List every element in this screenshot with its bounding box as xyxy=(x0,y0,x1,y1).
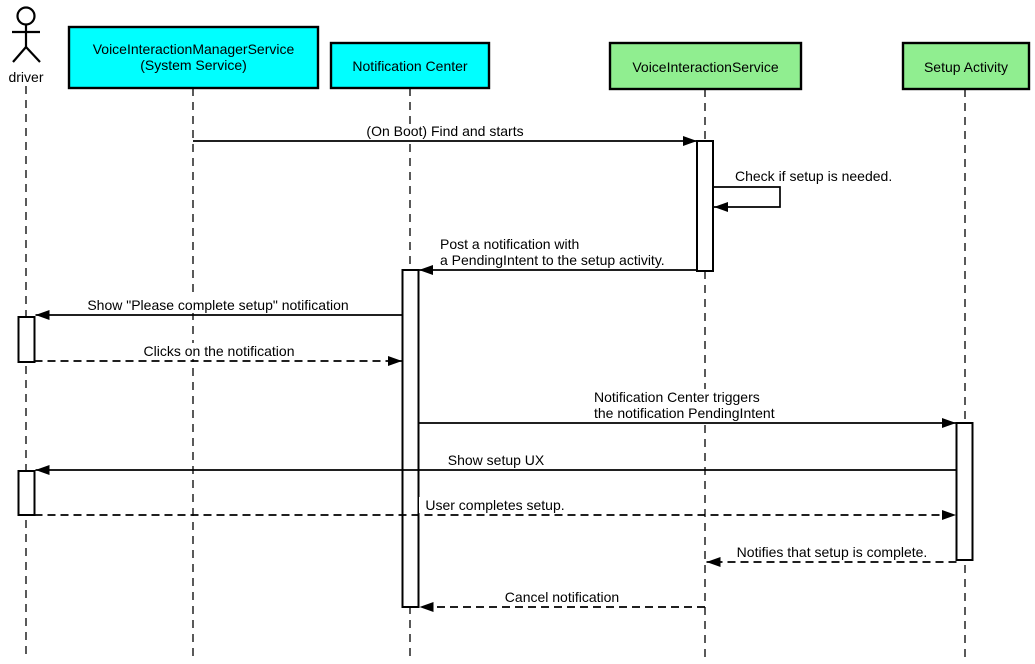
message-label-line1: Notification Center triggers xyxy=(594,389,760,405)
message-label-line2: the notification PendingIntent xyxy=(594,405,775,421)
activation-bars xyxy=(17,140,974,608)
message-label-bg xyxy=(443,452,549,468)
activation-setup-activity xyxy=(955,422,974,561)
message-label-bg xyxy=(134,343,304,359)
message-label: Clicks on the notification xyxy=(144,343,295,359)
message-cancel-notification: Cancel notification xyxy=(419,589,705,612)
participant-box xyxy=(329,41,491,90)
message-label: Check if setup is needed. xyxy=(735,168,892,184)
participant-label: VoiceInteractionManagerService xyxy=(93,41,295,57)
actor-head xyxy=(16,6,36,26)
participant-notification-center: Notification Center xyxy=(329,41,491,90)
message-label: Show "Please complete setup" notificatio… xyxy=(87,297,348,313)
actor-label: driver xyxy=(8,69,43,85)
participant-label: Setup Activity xyxy=(924,59,1008,75)
message-notification-center-triggers-pendingintent: Notification Center triggers the notific… xyxy=(418,389,956,428)
message-label-line2: a PendingIntent to the setup activity. xyxy=(440,252,665,268)
participant-label: Notification Center xyxy=(352,58,468,74)
participant-setup-activity: Setup Activity xyxy=(901,41,1031,91)
participant-sublabel: (System Service) xyxy=(140,57,247,73)
activation-driver-2 xyxy=(17,470,36,516)
actor-left-leg xyxy=(12,46,27,63)
message-label-bg xyxy=(80,297,358,313)
message-label: Cancel notification xyxy=(505,589,619,605)
participant-voice-interaction-service: VoiceInteractionService xyxy=(608,41,803,91)
activation-notification-center xyxy=(401,269,420,608)
message-post-a-notification: Post a notification with a PendingIntent… xyxy=(419,236,697,275)
message-label: User completes setup. xyxy=(425,497,564,513)
message-label: Notifies that setup is complete. xyxy=(737,544,928,560)
participant-label: VoiceInteractionService xyxy=(632,59,779,75)
message-clicks-on-the-notification: Clicks on the notification xyxy=(34,343,402,366)
message-label-line1: Post a notification with xyxy=(440,236,579,252)
message-label-bg xyxy=(358,124,532,140)
participant-box xyxy=(67,25,320,90)
activation-voice-interaction-service xyxy=(696,140,714,272)
message-show-please-complete-setup-notification: Show "Please complete setup" notificatio… xyxy=(35,297,403,320)
message-user-completes-setup: User completes setup. xyxy=(34,497,956,520)
participant-voice-interaction-manager-service: VoiceInteractionManagerService (System S… xyxy=(67,25,320,90)
message-label-bg xyxy=(727,544,937,560)
message-on-boot-find-and-starts: (On Boot) Find and starts xyxy=(193,123,697,146)
message-label: (On Boot) Find and starts xyxy=(366,123,523,139)
participant-box xyxy=(901,41,1031,91)
message-label-bg xyxy=(419,497,572,513)
message-label-bg xyxy=(498,589,626,605)
participant-box xyxy=(608,41,803,91)
message-notifies-setup-complete: Notifies that setup is complete. xyxy=(706,544,957,567)
message-check-if-setup-is-needed: Check if setup is needed. xyxy=(713,168,906,212)
actor-driver: driver xyxy=(8,6,44,85)
message-label-bg xyxy=(437,236,680,267)
actor-right-leg xyxy=(25,46,41,63)
message-label-bg xyxy=(732,168,906,184)
activation-driver-1 xyxy=(17,316,36,363)
message-label: Show setup UX xyxy=(448,452,545,468)
message-show-setup-ux: Show setup UX xyxy=(35,452,957,475)
message-self-arrow xyxy=(713,186,781,212)
message-label-bg xyxy=(591,389,789,420)
